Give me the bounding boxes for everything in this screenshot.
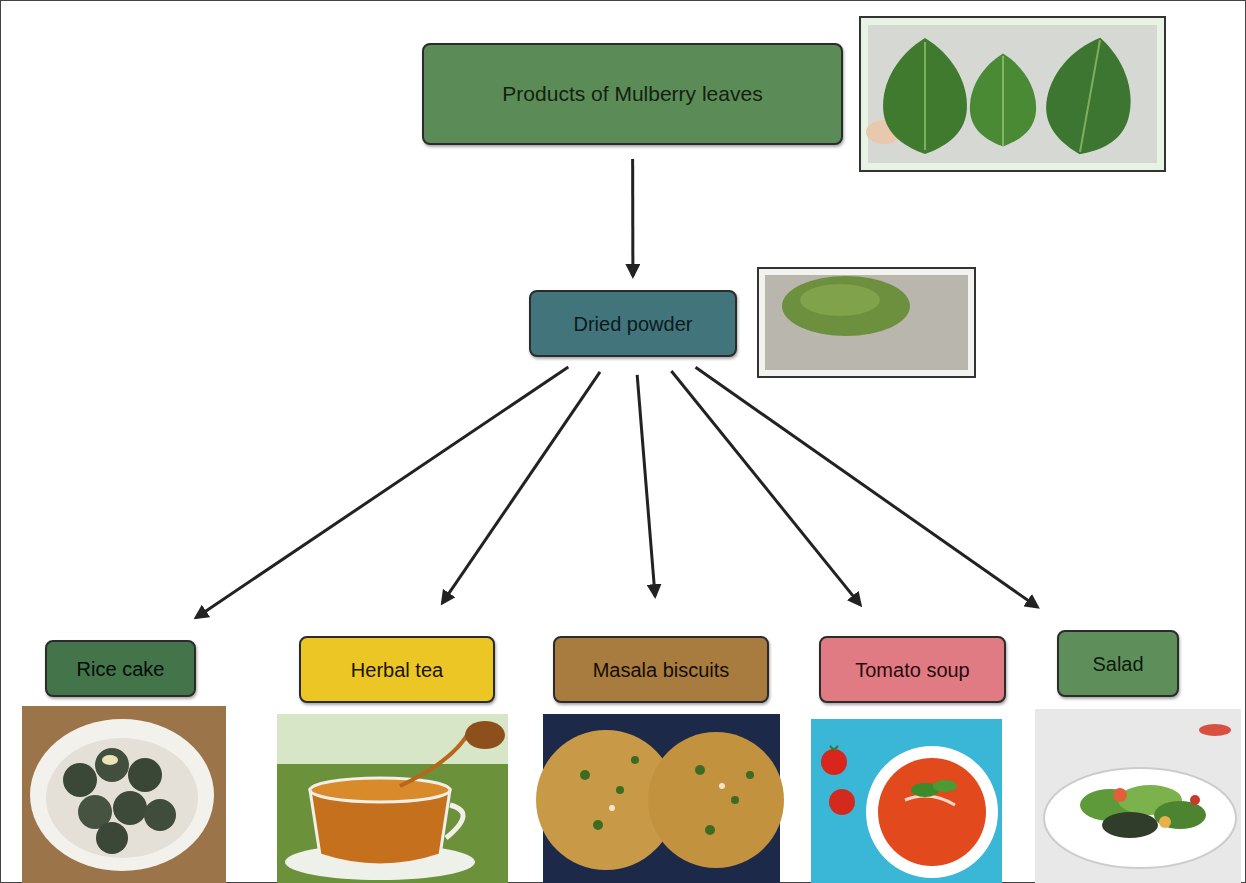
flow-arrow (637, 375, 655, 596)
product-box: Tomato soup (819, 636, 1006, 703)
source-box: Products of Mulberry leaves (422, 43, 843, 145)
dried-powder-photo (758, 268, 975, 377)
tomato-soup-photo (811, 719, 1002, 883)
product-box: Salad (1057, 630, 1179, 697)
flow-arrow (631, 159, 634, 276)
node-label: Herbal tea (351, 658, 443, 682)
node-label: Tomato soup (855, 658, 970, 682)
node-label: Rice cake (77, 657, 165, 681)
salad-photo (1035, 709, 1241, 883)
flow-arrow (196, 367, 568, 618)
node-label: Dried powder (574, 312, 693, 336)
product-box: Rice cake (45, 640, 196, 697)
flow-arrow (442, 372, 600, 603)
flow-arrow (696, 367, 1038, 607)
product-box: Herbal tea (299, 636, 495, 703)
herbal-tea-photo (277, 714, 508, 883)
mulberry-leaves-photo (860, 17, 1165, 171)
process-box: Dried powder (529, 290, 737, 357)
flow-arrow (671, 371, 860, 605)
product-box: Masala biscuits (553, 636, 769, 703)
rice-cake-photo (22, 706, 226, 883)
node-label: Masala biscuits (593, 658, 730, 682)
node-label: Salad (1092, 652, 1143, 676)
node-label: Products of Mulberry leaves (502, 81, 762, 106)
masala-biscuits-photo (536, 714, 784, 883)
